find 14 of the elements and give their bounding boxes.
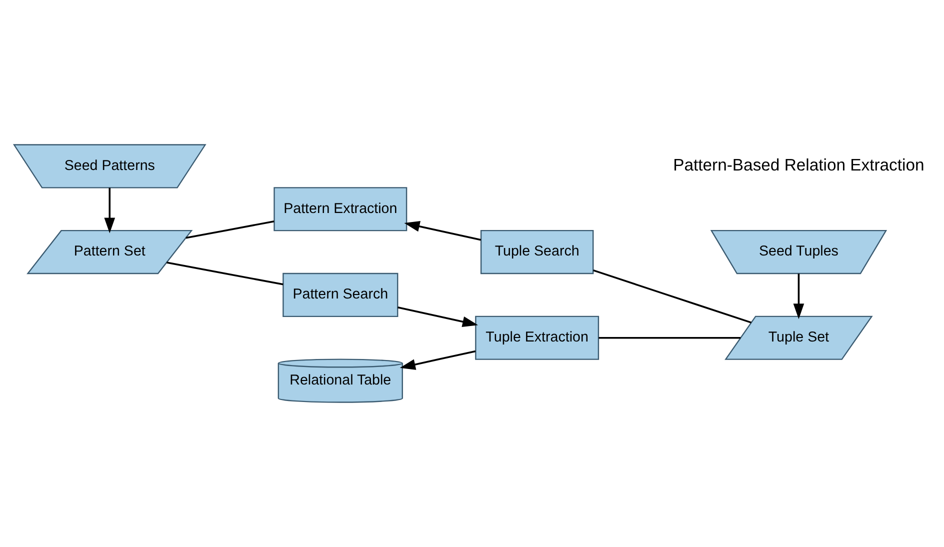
node-box: Pattern Search [282,272,398,317]
arrow [400,350,476,370]
arrow [793,274,804,320]
label: Pattern-Based Relation Extraction [673,156,924,175]
connector [593,269,752,324]
node-box: Pattern Extraction [274,187,408,232]
connector [598,336,741,339]
arrow [398,306,478,328]
node-box: Tuple Search [480,230,594,274]
arrow [404,221,482,241]
node-box: Tuple Extraction [475,316,600,360]
connector [186,220,274,239]
connector [166,262,284,286]
arrow [104,188,116,234]
